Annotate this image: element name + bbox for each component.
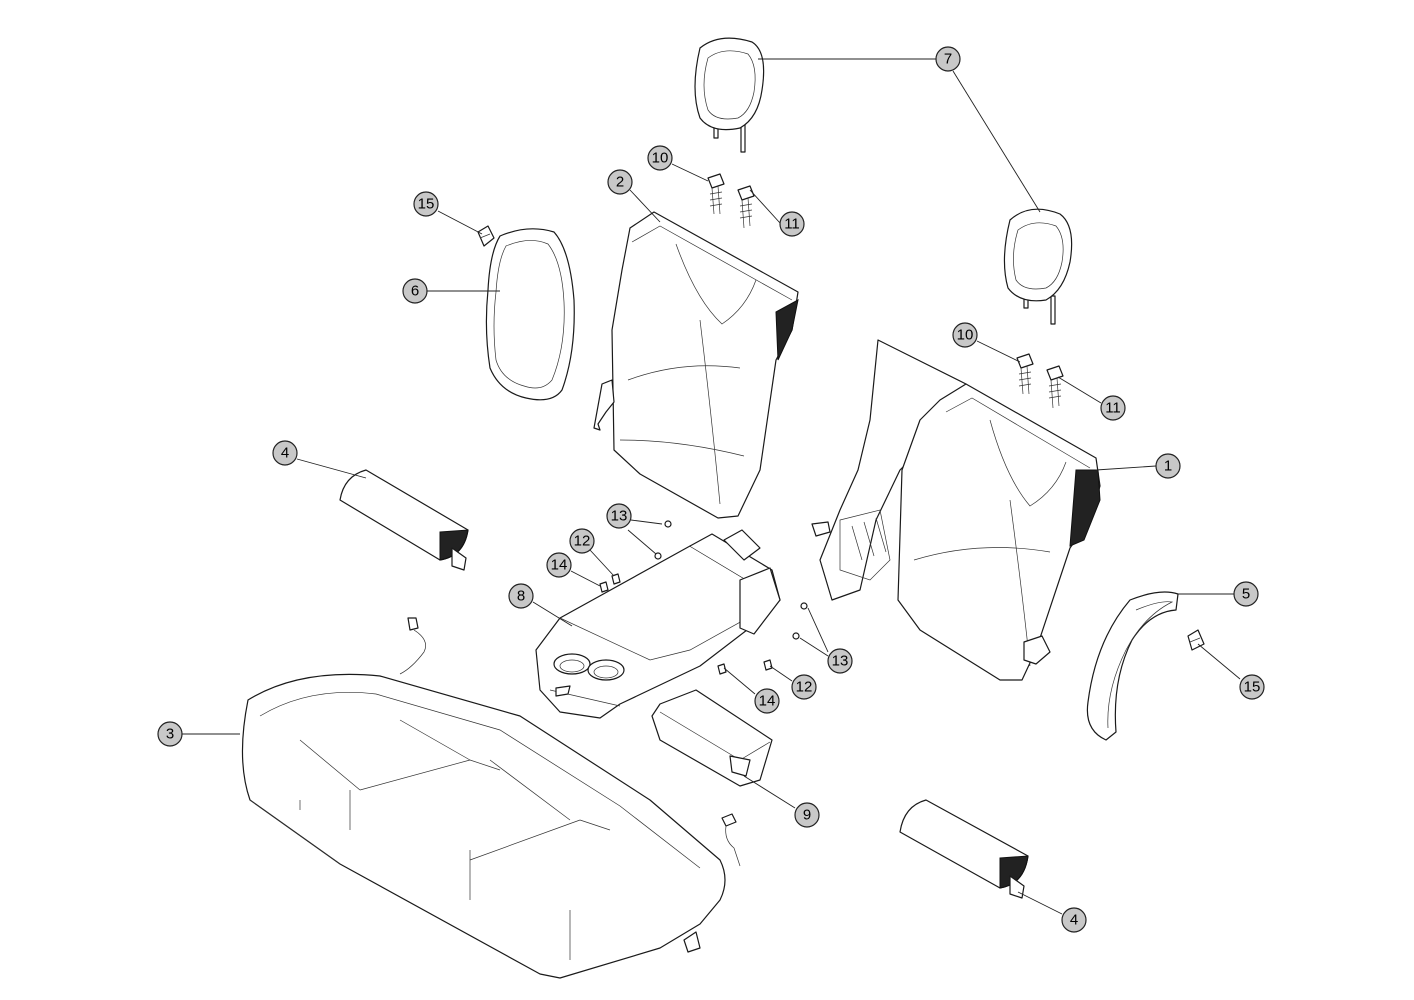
headrest-guide-11-lower (1046, 365, 1064, 409)
svg-text:1: 1 (1164, 458, 1172, 475)
svg-text:11: 11 (784, 216, 800, 233)
callout-3: 3 (157, 721, 183, 747)
callout-14-upper: 14 (546, 552, 572, 578)
headrest-guide-10-upper (707, 173, 725, 215)
callout-4-upper: 4 (272, 440, 298, 466)
callout-5: 5 (1233, 581, 1259, 607)
callout-12-upper: 12 (569, 528, 595, 554)
svg-text:13: 13 (611, 508, 628, 525)
clip-15-upper (477, 225, 495, 247)
svg-text:15: 15 (418, 196, 435, 213)
callout-12-lower: 12 (791, 674, 817, 700)
callout-9: 9 (794, 802, 820, 828)
callout-11-lower: 11 (1100, 395, 1126, 421)
callout-10-upper: 10 (647, 145, 673, 171)
headrest-guide-11-upper (737, 185, 755, 229)
bolster-right-lower (899, 799, 1029, 899)
side-bolster-left (485, 228, 575, 401)
side-trim-right (1086, 591, 1179, 741)
svg-text:14: 14 (759, 693, 776, 710)
callout-10-lower: 10 (952, 322, 978, 348)
callout-13-upper: 13 (606, 503, 632, 529)
svg-text:9: 9 (803, 807, 811, 824)
svg-text:4: 4 (281, 445, 289, 462)
svg-text:7: 7 (944, 51, 952, 68)
armrest-assembly (535, 529, 781, 719)
callout-15-upper: 15 (413, 191, 439, 217)
bolster-left-upper (339, 469, 469, 571)
headrest-left (694, 37, 765, 153)
svg-text:6: 6 (411, 283, 419, 300)
callout-11-upper: 11 (779, 211, 805, 237)
fastener-14-lower (717, 663, 727, 675)
cover-panel (651, 689, 773, 787)
callout-14-lower: 14 (754, 688, 780, 714)
svg-text:12: 12 (796, 679, 813, 696)
callout-2: 2 (607, 169, 633, 195)
svg-text:4: 4 (1070, 912, 1078, 929)
svg-text:11: 11 (1105, 400, 1121, 417)
callout-6: 6 (402, 278, 428, 304)
fastener-13-upper-b (654, 552, 662, 560)
clip-15-lower (1187, 629, 1205, 651)
svg-text:10: 10 (652, 150, 669, 167)
svg-text:14: 14 (551, 557, 568, 574)
svg-text:15: 15 (1244, 679, 1261, 696)
svg-text:2: 2 (616, 174, 624, 191)
svg-text:3: 3 (166, 726, 174, 743)
backrest-right (811, 339, 1101, 681)
fastener-13-upper-a (664, 520, 672, 528)
svg-text:8: 8 (517, 588, 525, 605)
callout-8: 8 (508, 583, 534, 609)
fastener-12-upper (611, 573, 621, 585)
callout-4-lower: 4 (1061, 907, 1087, 933)
leader-lines (182, 58, 1241, 915)
headrest-right (1003, 208, 1073, 325)
svg-text:13: 13 (832, 653, 849, 670)
svg-text:5: 5 (1242, 586, 1250, 603)
fastener-12-lower (763, 659, 773, 671)
callout-7: 7 (935, 46, 961, 72)
callout-1: 1 (1155, 453, 1181, 479)
backrest-left (593, 211, 799, 519)
fastener-13-lower-a (800, 602, 808, 610)
svg-text:10: 10 (957, 327, 974, 344)
callout-13-lower: 13 (827, 648, 853, 674)
seat-cushion (241, 617, 741, 979)
callout-15-lower: 15 (1239, 674, 1265, 700)
headrest-guide-10-lower (1016, 353, 1034, 395)
fastener-14-upper (599, 581, 609, 593)
svg-text:12: 12 (574, 533, 591, 550)
fastener-13-lower-b (792, 632, 800, 640)
